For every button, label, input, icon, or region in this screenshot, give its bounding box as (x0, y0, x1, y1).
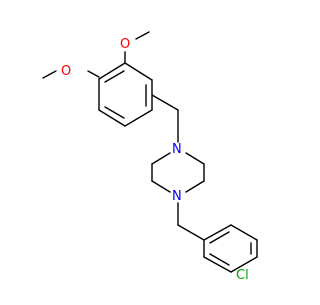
atom-labels: O O N N Cl (61, 37, 249, 283)
bond-ch2-ring2 (177, 224, 205, 241)
bond-pip-1 (151, 152, 171, 165)
bond-o-lower-ring (87, 70, 100, 78)
bond-ring2-e (203, 256, 232, 273)
bond-ring2-inner-3 (209, 253, 230, 266)
bond-ring1-inner-3 (104, 70, 125, 83)
atom-o-upper: O (120, 37, 130, 52)
bond-ring2-b (230, 224, 258, 241)
bonds (42, 31, 258, 273)
bond-ring2-d (230, 256, 258, 273)
bond-ring1-a (124, 62, 153, 81)
bond-ring1-c (124, 109, 153, 127)
bond-ring1-inner-2 (104, 106, 125, 119)
bond-pip-6 (185, 152, 205, 165)
bond-methyl-upper (135, 31, 150, 40)
molecule-diagram: O O N N Cl (42, 31, 258, 283)
bond-ring1-f (98, 62, 126, 80)
atom-cl: Cl (236, 268, 249, 283)
atom-n-lower: N (172, 189, 182, 204)
bond-pip-3 (151, 180, 171, 193)
atom-n-upper: N (172, 142, 182, 157)
atom-o-lower: O (61, 64, 71, 79)
bond-ring1-ch2 (151, 94, 179, 111)
bond-ring2-inner-1 (209, 231, 230, 244)
bond-methyl-lower (42, 70, 57, 79)
bond-ring2-a (203, 224, 232, 241)
bond-pip-4 (185, 180, 205, 193)
bond-ring1-d (98, 109, 126, 127)
structure-canvas: O O N N Cl (42, 31, 258, 283)
